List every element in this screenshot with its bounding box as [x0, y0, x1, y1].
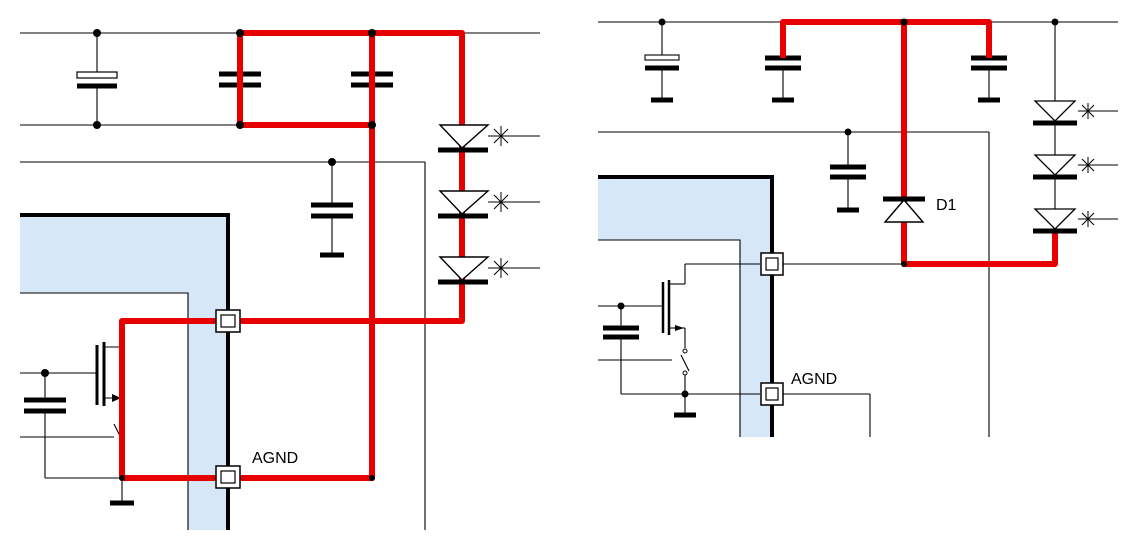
- left-led-2: [438, 190, 490, 219]
- right-highlight-path: [780, 19, 992, 58]
- left-pad-top: [215, 309, 241, 333]
- left-mosfet-section: [20, 342, 134, 506]
- right-ground-plane-edge: [598, 175, 774, 437]
- left-led-3: [438, 256, 490, 285]
- left-pad-agnd: [215, 465, 241, 489]
- right-pad-top: [760, 252, 784, 276]
- right-ground-plane: [598, 177, 772, 437]
- right-capacitor-4: [830, 128, 866, 213]
- right-led-1: [1033, 100, 1077, 126]
- left-inner-trace: [20, 292, 189, 530]
- right-polarized-capacitor: [644, 18, 680, 103]
- right-agnd-label: AGND: [791, 371, 837, 388]
- right-diode-label: D1: [936, 197, 957, 214]
- left-polarized-capacitor: [76, 29, 118, 129]
- right-led-light-icon: [1080, 103, 1096, 227]
- right-mosfet-section: [598, 263, 760, 418]
- right-diode-d1: [883, 196, 925, 223]
- right-led-3: [1033, 208, 1077, 234]
- left-panel: AGND: [20, 29, 540, 530]
- left-agnd-label: AGND: [252, 450, 298, 467]
- right-panel: D1 AGND: [598, 18, 1118, 437]
- right-highlight-path-2: [901, 22, 1058, 267]
- left-ground-plane: [20, 215, 228, 530]
- left-ground-plane-edge: [20, 213, 230, 530]
- right-led-2: [1033, 154, 1077, 180]
- left-led-1: [438, 124, 490, 153]
- left-capacitor-4: [311, 158, 353, 258]
- right-pad-agnd: [760, 382, 784, 406]
- left-led-light-icon: [491, 126, 511, 278]
- right-inner-trace: [598, 239, 741, 437]
